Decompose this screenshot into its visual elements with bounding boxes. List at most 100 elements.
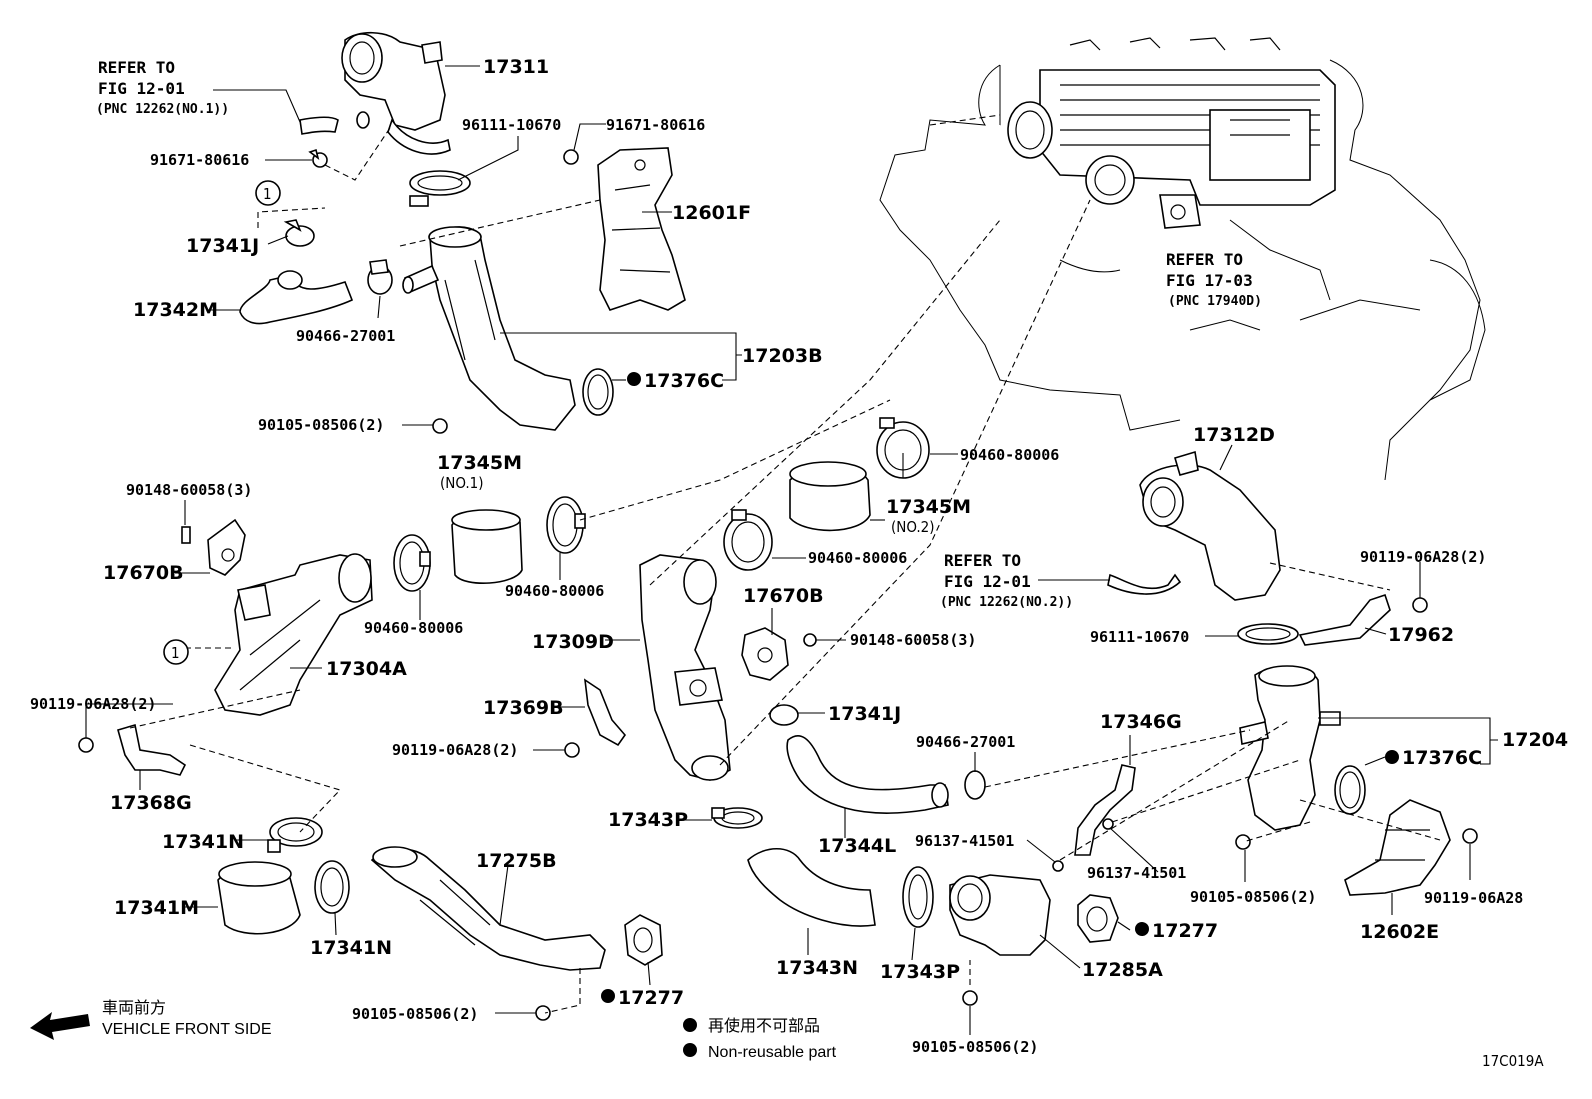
part-17311-air-hose[interactable] <box>341 31 451 155</box>
label-91671-80616-a[interactable]: 91671-80616 <box>150 151 249 169</box>
clamp-90460-b[interactable] <box>393 534 431 592</box>
clamp-90460-a[interactable] <box>546 496 586 554</box>
label-17376C-a[interactable]: 17376C <box>644 370 724 392</box>
label-90460-80006-d[interactable]: 90460-80006 <box>364 619 463 637</box>
label-17343P-a[interactable]: 17343P <box>608 809 688 831</box>
clamp-90460-d[interactable] <box>723 509 773 571</box>
bolt-90119-c[interactable] <box>1412 597 1428 613</box>
part-17670B-b-valve[interactable] <box>741 627 789 681</box>
label-17345M-no1[interactable]: 17345M <box>437 452 522 474</box>
clip-96137-a[interactable] <box>1052 860 1064 872</box>
label-90466-27001-a[interactable]: 90466-27001 <box>296 327 395 345</box>
label-96137-41501-b[interactable]: 96137-41501 <box>1087 864 1186 882</box>
label-17311[interactable]: 17311 <box>483 56 549 78</box>
label-17304A[interactable]: 17304A <box>326 658 407 680</box>
part-17204-pipe[interactable] <box>1239 665 1341 831</box>
part-12602E-bracket[interactable] <box>1344 799 1451 896</box>
label-90119-06A28-b[interactable]: 90119-06A28(2) <box>392 741 518 759</box>
label-90460-80006-a[interactable]: 90460-80006 <box>960 446 1059 464</box>
label-96111-10670-b[interactable]: 96111-10670 <box>1090 628 1189 646</box>
clamp-17341J-a[interactable] <box>283 219 315 247</box>
label-17341N-b[interactable]: 17341N <box>310 937 392 959</box>
label-17309D[interactable]: 17309D <box>532 631 614 653</box>
label-17312D[interactable]: 17312D <box>1193 424 1275 446</box>
bolt-90105-c[interactable] <box>962 990 978 1006</box>
part-17277-gasket-b[interactable] <box>1077 894 1119 943</box>
label-17670B-b[interactable]: 17670B <box>743 585 824 607</box>
part-12601F-bracket[interactable] <box>597 147 686 311</box>
label-96137-41501-a[interactable]: 96137-41501 <box>915 832 1014 850</box>
label-90148-60058-b[interactable]: 90148-60058(3) <box>850 631 976 649</box>
label-17341M[interactable]: 17341M <box>114 897 199 919</box>
label-90148-60058-a[interactable]: 90148-60058(3) <box>126 481 252 499</box>
clamp-17341N-a[interactable] <box>267 817 323 853</box>
label-90105-08506-d[interactable]: 90105-08506(2) <box>352 1005 478 1023</box>
label-17670B-a[interactable]: 17670B <box>103 562 184 584</box>
clamp-90466-a[interactable] <box>367 259 393 295</box>
clamp-90466-b[interactable] <box>964 770 986 800</box>
part-17275B-pipe[interactable] <box>370 846 606 971</box>
label-12602E[interactable]: 12602E <box>1360 921 1439 943</box>
part-17368G-bracket[interactable] <box>117 723 187 776</box>
label-17343N[interactable]: 17343N <box>776 957 858 979</box>
part-17670B-a-valve[interactable] <box>181 518 246 576</box>
label-17203B[interactable]: 17203B <box>742 345 823 367</box>
label-91671-80616-b[interactable]: 91671-80616 <box>606 116 705 134</box>
label-90466-27001-b[interactable]: 90466-27001 <box>916 733 1015 751</box>
part-17345M-no1-hose[interactable] <box>451 509 523 584</box>
label-17962[interactable]: 17962 <box>1388 624 1454 646</box>
part-17312D-hose[interactable] <box>1139 450 1281 601</box>
label-90105-08506-a[interactable]: 90105-08506(2) <box>258 416 384 434</box>
label-17368G[interactable]: 17368G <box>110 792 192 814</box>
label-90460-80006-b[interactable]: 90460-80006 <box>808 549 907 567</box>
clip-96137-b[interactable] <box>1102 818 1114 830</box>
label-17343P-b[interactable]: 17343P <box>880 961 960 983</box>
label-90105-08506-c[interactable]: 90105-08506(2) <box>912 1038 1038 1056</box>
part-17342M-hose[interactable] <box>239 270 354 325</box>
label-17342M[interactable]: 17342M <box>133 299 218 321</box>
label-17277-b[interactable]: 17277 <box>1152 920 1218 942</box>
part-17376C-gasket-a[interactable] <box>582 368 614 416</box>
clamp-17343P-a[interactable] <box>711 807 763 829</box>
label-17341J-a[interactable]: 17341J <box>186 235 259 257</box>
label-17341N-a[interactable]: 17341N <box>162 831 244 853</box>
part-17344L-hose[interactable] <box>786 735 949 814</box>
label-90119-06A28-d[interactable]: 90119-06A28 <box>1424 889 1523 907</box>
bolt-91671-b[interactable] <box>563 149 579 165</box>
bolt-90148-b[interactable] <box>803 633 817 647</box>
clamp-96111-b[interactable] <box>1237 623 1299 645</box>
label-17345M-no2[interactable]: 17345M <box>886 496 971 518</box>
part-17343N-hose[interactable] <box>747 848 876 927</box>
part-17962-bracket[interactable] <box>1298 593 1391 646</box>
label-17341J-b[interactable]: 17341J <box>828 703 901 725</box>
part-17309D-pipe[interactable] <box>639 554 731 781</box>
clamp-17341J-b[interactable] <box>769 704 799 726</box>
label-17277-a[interactable]: 17277 <box>618 987 684 1009</box>
label-90460-80006-c[interactable]: 90460-80006 <box>505 582 604 600</box>
label-12601F[interactable]: 12601F <box>672 202 751 224</box>
label-17275B[interactable]: 17275B <box>476 850 557 872</box>
label-17369B[interactable]: 17369B <box>483 697 564 719</box>
label-90105-08506-b[interactable]: 90105-08506(2) <box>1190 888 1316 906</box>
part-17376C-gasket-b[interactable] <box>1334 765 1366 815</box>
clamp-17343P-b[interactable] <box>902 866 934 928</box>
label-96111-10670-a[interactable]: 96111-10670 <box>462 116 561 134</box>
part-17285A-elbow[interactable] <box>949 874 1051 956</box>
bolt-90105-d[interactable] <box>535 1005 551 1021</box>
label-90119-06A28-a[interactable]: 90119-06A28(2) <box>30 695 156 713</box>
label-17376C-b[interactable]: 17376C <box>1402 747 1482 769</box>
part-17277-gasket-a[interactable] <box>624 914 663 966</box>
part-17203B-pipe[interactable] <box>402 226 576 431</box>
bolt-90119-b[interactable] <box>564 742 580 758</box>
clamp-96111-a[interactable] <box>409 170 471 207</box>
label-90119-06A28-c[interactable]: 90119-06A28(2) <box>1360 548 1486 566</box>
bolt-90105-b[interactable] <box>1235 834 1251 850</box>
label-17285A[interactable]: 17285A <box>1082 959 1163 981</box>
clamp-17341N-b[interactable] <box>314 860 350 914</box>
bolt-90119-d[interactable] <box>1462 828 1478 844</box>
part-17341M-hose[interactable] <box>217 861 301 935</box>
bolt-90119-a[interactable] <box>78 737 94 753</box>
label-17204[interactable]: 17204 <box>1502 729 1568 751</box>
label-17344L[interactable]: 17344L <box>818 835 896 857</box>
bolt-90105-a[interactable] <box>432 418 448 434</box>
